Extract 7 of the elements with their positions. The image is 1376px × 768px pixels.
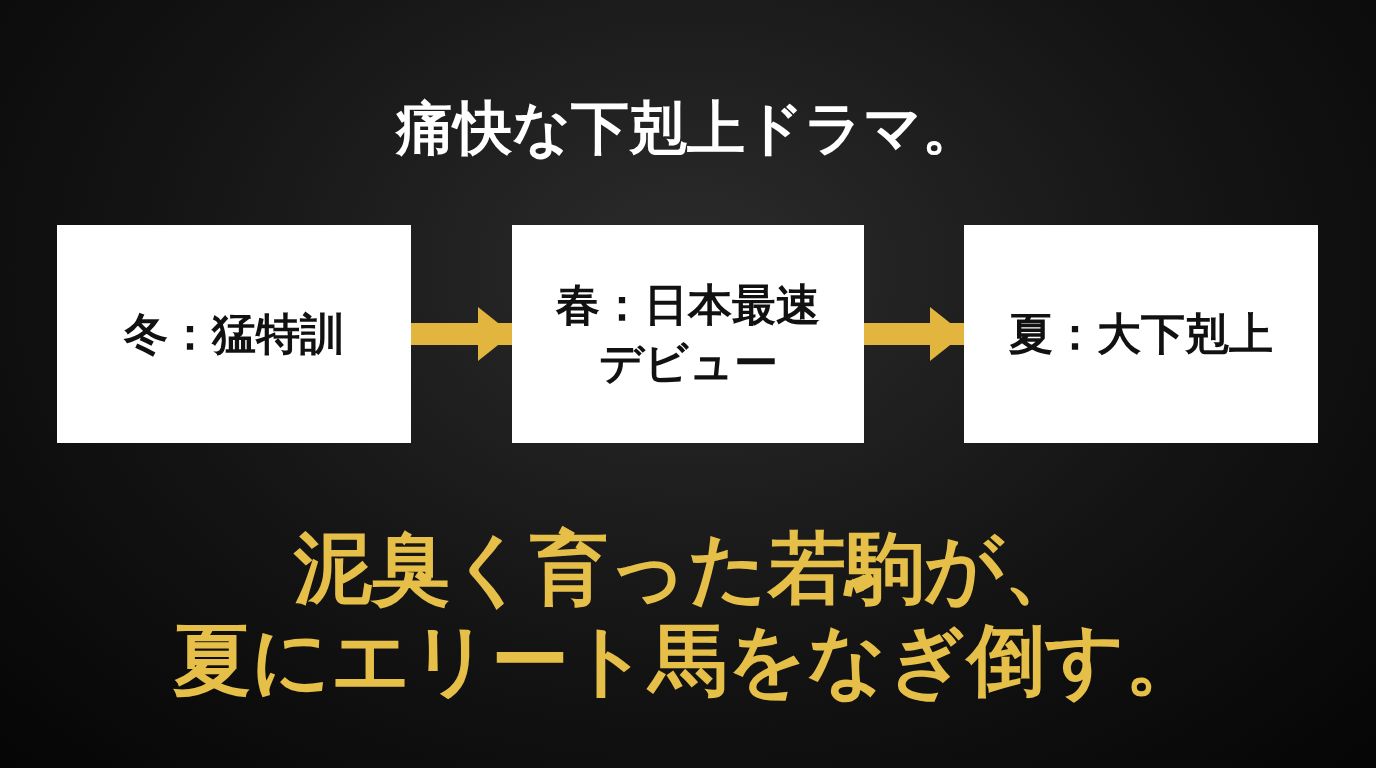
stage-box: 夏：大下剋上: [964, 225, 1318, 443]
stage-box: 春：日本最速デビュー: [512, 225, 864, 443]
arrow: [864, 307, 964, 361]
title: 痛快な下剋上ドラマ。: [394, 93, 981, 164]
caption: 泥臭く育った若駒が、夏にエリート馬をなぎ倒す。: [172, 522, 1204, 706]
arrow: [411, 307, 512, 361]
stage-box: 冬：猛特訓: [57, 225, 411, 443]
